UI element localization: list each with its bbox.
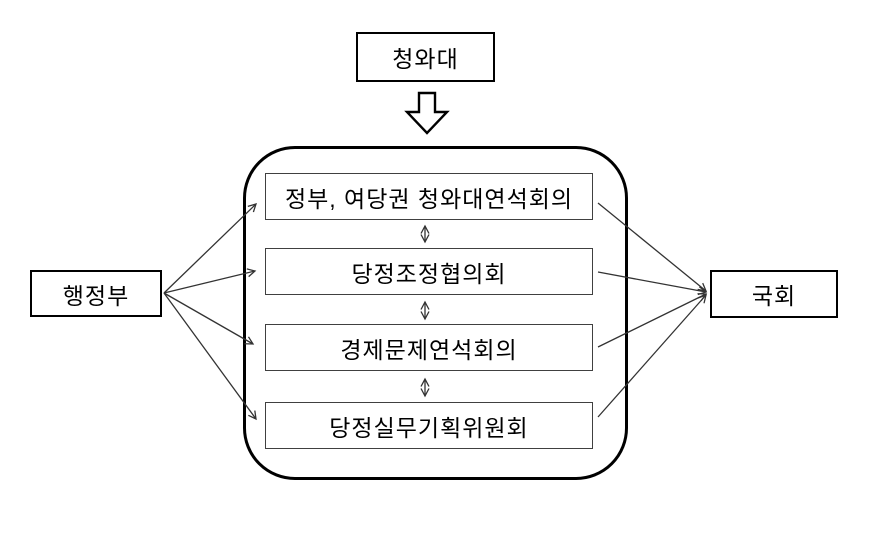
council-box-joint-meeting-label: 정부, 여당권 청와대연석회의 [284,185,574,212]
council-box-economic: 경제문제연석회의 [265,324,593,371]
assembly-box: 국회 [710,270,838,318]
arrow-executive-to-box2 [163,268,257,294]
cheongwadae-box: 청와대 [356,32,495,82]
council-box-economic-label: 경제문제연석회의 [340,336,518,363]
assembly-label: 국회 [751,283,797,309]
council-box-planning: 당정실무기획위원회 [265,402,593,449]
flow-down-block-arrow-icon [404,91,450,135]
executive-label: 행정부 [62,282,130,309]
council-box-coordination-label: 당정조정협의회 [351,260,507,287]
council-box-coordination: 당정조정협의회 [265,248,593,295]
cheongwadae-label: 청와대 [392,46,459,72]
arrow-executive-to-box3 [163,292,255,345]
executive-box: 행정부 [30,270,162,317]
council-box-joint-meeting: 정부, 여당권 청와대연석회의 [265,173,593,220]
council-box-planning-label: 당정실무기획위원회 [329,414,529,441]
